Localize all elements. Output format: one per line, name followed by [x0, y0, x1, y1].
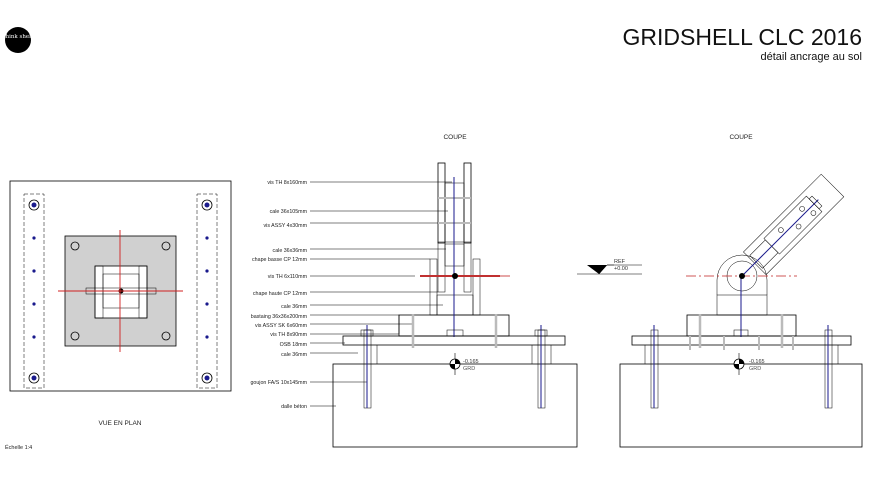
level-label-right: GRD — [749, 366, 761, 372]
concrete-slab — [332, 363, 578, 448]
level-label-left: GRD — [463, 366, 475, 372]
label-cale-36mm-2: cale 36mm — [281, 352, 307, 358]
level-value-left: -0.165 — [463, 359, 479, 365]
label-goujon: goujon FA/S 10x145mm — [250, 380, 307, 386]
label-vis-th-6x110: vis TH 6x110mm — [268, 274, 308, 280]
label-dalle-beton: dalle béton — [281, 404, 307, 410]
level-value-right: -0.165 — [749, 359, 765, 365]
section-left-caption: COUPE — [443, 134, 467, 141]
osb-plate — [342, 335, 566, 346]
label-osb: OSB 18mm — [280, 342, 308, 348]
label-cale-36x36: cale 36x36mm — [273, 248, 308, 254]
label-vis-assy-sk: vis ASSY SK 6x60mm — [255, 323, 308, 329]
label-cale-36mm: cale 36mm — [281, 304, 307, 310]
page-subtitle: détail ancrage au sol — [760, 51, 862, 63]
label-chape-haute: chape haute CP 12mm — [253, 291, 308, 297]
label-chape-basse: chape basse CP 12mm — [252, 257, 308, 263]
logo: think shell — [3, 27, 33, 53]
label-vis-th-8x160: vis TH 8x160mm — [267, 180, 307, 186]
level-marker-grd-right — [733, 353, 745, 375]
anchor-bolts — [28, 199, 213, 384]
label-cale-36x105: cale 36x105mm — [270, 209, 308, 215]
logo-text: think shell — [3, 34, 33, 40]
plan-view — [9, 180, 232, 392]
section-right-caption: COUPE — [729, 134, 753, 141]
section-left-labels: vis TH 8x160mm cale 36x105mm vis ASSY 4x… — [250, 180, 307, 410]
label-bastaing: bastaing 36x36x200mm — [251, 314, 308, 320]
label-vis-assy-4x30: vis ASSY 4x30mm — [264, 223, 308, 229]
leader-lines — [310, 181, 452, 407]
scale-label: Échelle 1:4 — [5, 444, 32, 451]
page-title: GRIDSHELL CLC 2016 — [623, 24, 862, 50]
section-left-drawing — [332, 162, 578, 448]
level-marker-grd — [449, 353, 461, 375]
label-vis-th-8x90: vis TH 8x90mm — [270, 332, 307, 338]
plan-view-caption: VUE EN PLAN — [99, 420, 142, 427]
ref-label: REF — [614, 259, 626, 265]
ref-value: +0.00 — [614, 266, 628, 272]
ref-level-marker — [577, 264, 642, 275]
section-right-drawing — [619, 173, 863, 448]
